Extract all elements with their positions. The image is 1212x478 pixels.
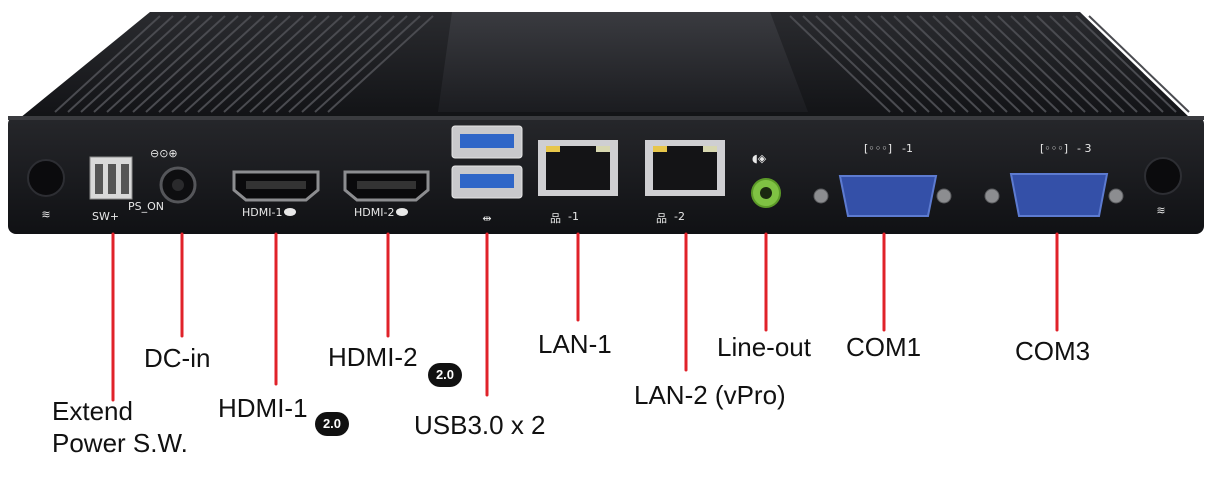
heatsink-fin bbox=[210, 15, 317, 113]
heatsink-fin bbox=[880, 15, 982, 113]
heatsink-fin bbox=[1062, 15, 1164, 113]
wifi-icon: ≋ bbox=[1156, 204, 1165, 217]
hdmi-2-version-badge: 2.0 bbox=[428, 363, 462, 387]
heatsink-fin bbox=[1023, 15, 1125, 113]
heatsink-fin bbox=[945, 15, 1047, 113]
heatsink-fin bbox=[958, 15, 1060, 113]
label-com-3: COM3 bbox=[1015, 336, 1091, 366]
heatsink-fin bbox=[841, 15, 943, 113]
heatsink-fin bbox=[93, 15, 200, 113]
heatsink-fin bbox=[1075, 15, 1177, 113]
label-line-out: Line-out bbox=[717, 332, 811, 362]
label-hdmi-1: HDMI-1 bbox=[218, 393, 308, 423]
silk-com-3: - 3 bbox=[1077, 142, 1091, 155]
rear-io-panel: ≋ ≋ SW+ PS_ON ⊖⊙⊕ HDMI-1 bbox=[8, 116, 1204, 234]
heatsink-fin bbox=[171, 15, 278, 113]
left-foot bbox=[27, 159, 65, 197]
heatsink-fin bbox=[288, 15, 395, 113]
silk-lan-2: -2 bbox=[674, 210, 685, 223]
heatsink-fin bbox=[932, 15, 1034, 113]
heatsink-fin bbox=[249, 15, 356, 113]
label-power-sw: Power S.W. bbox=[52, 428, 188, 458]
heatsink-fin bbox=[802, 15, 904, 113]
top-cover-plate bbox=[438, 12, 808, 112]
heatsink-fins bbox=[54, 15, 1190, 113]
com-3-port: [◦◦◦] - 3 bbox=[984, 142, 1124, 217]
heatsink-fin bbox=[223, 15, 330, 113]
label-extend: Extend bbox=[52, 396, 133, 426]
heatsink-fin bbox=[1049, 15, 1151, 113]
label-usb: USB3.0 x 2 bbox=[414, 410, 546, 440]
heatsink-fin bbox=[275, 15, 382, 113]
heatsink-fin bbox=[80, 15, 187, 113]
hdmi-1-port: HDMI-1 bbox=[232, 170, 320, 219]
heatsink-fin bbox=[971, 15, 1073, 113]
badge-icon bbox=[284, 208, 296, 216]
heatsink-fin bbox=[145, 15, 252, 113]
heatsink-fin bbox=[1036, 15, 1138, 113]
heatsink-fin bbox=[119, 15, 226, 113]
network-icon: 品 bbox=[656, 212, 667, 225]
heatsink-fin bbox=[893, 15, 995, 113]
heatsink-fin bbox=[236, 15, 343, 113]
heatsink-fin bbox=[1010, 15, 1112, 113]
hdmi-1-version-badge: 2.0 bbox=[315, 412, 349, 436]
heatsink-fin bbox=[867, 15, 969, 113]
silk-com-1: -1 bbox=[902, 142, 913, 155]
heatsink-fin bbox=[997, 15, 1099, 113]
badge-icon bbox=[396, 208, 408, 216]
hdmi-2-port: HDMI-2 bbox=[343, 170, 430, 219]
lan-2-port: 品 -2 bbox=[645, 140, 725, 225]
usb-icon: ⇹ bbox=[482, 212, 491, 225]
network-icon: 品 bbox=[550, 212, 561, 225]
heatsink-fin bbox=[327, 15, 434, 113]
heatsink-fin bbox=[1088, 15, 1190, 113]
wifi-icon: ≋ bbox=[41, 208, 50, 221]
heatsink-fin bbox=[184, 15, 291, 113]
label-dc-in: DC-in bbox=[144, 343, 211, 373]
heatsink-fin bbox=[919, 15, 1021, 113]
heatsink-fin bbox=[132, 15, 239, 113]
label-lan-2: LAN-2 (vPro) bbox=[634, 380, 786, 410]
heatsink-fin bbox=[67, 15, 174, 113]
heatsink-fin bbox=[906, 15, 1008, 113]
silk-ps-on: PS_ON bbox=[128, 200, 164, 213]
leader-lines bbox=[111, 232, 1059, 402]
dc-in-jack: ⊖⊙⊕ bbox=[150, 147, 197, 204]
com-1-port: [◦◦◦] -1 bbox=[813, 142, 952, 217]
serial-icon: [◦◦◦] bbox=[1040, 142, 1068, 155]
silk-sw: SW+ bbox=[92, 210, 119, 223]
heatsink-fin bbox=[828, 15, 930, 113]
label-hdmi-2: HDMI-2 bbox=[328, 342, 418, 372]
lan-1-port: 品 -1 bbox=[538, 140, 618, 225]
power-switch-header: SW+ PS_ON bbox=[89, 156, 164, 223]
heatsink-fin bbox=[854, 15, 956, 113]
heatsink-fin bbox=[314, 15, 421, 113]
chassis-top bbox=[20, 12, 1190, 118]
audio-out-icon: ◖◈ bbox=[752, 152, 767, 165]
heatsink-fin bbox=[54, 15, 161, 113]
silk-lan-1: -1 bbox=[568, 210, 579, 223]
right-foot bbox=[1144, 157, 1182, 195]
heatsink-fin bbox=[984, 15, 1086, 113]
line-out-jack: ◖◈ bbox=[751, 152, 781, 208]
heatsink-fin bbox=[815, 15, 917, 113]
heatsink-fin bbox=[262, 15, 369, 113]
usb-3-ports: ⇹ bbox=[451, 125, 523, 225]
heatsink-fin bbox=[106, 15, 213, 113]
heatsink-fin bbox=[301, 15, 408, 113]
dc-polarity-icon: ⊖⊙⊕ bbox=[150, 147, 178, 160]
serial-icon: [◦◦◦] bbox=[864, 142, 892, 155]
heatsink-fin bbox=[789, 15, 891, 113]
silk-hdmi-2: HDMI-2 bbox=[354, 206, 394, 219]
label-lan-1: LAN-1 bbox=[538, 329, 612, 359]
silk-hdmi-1: HDMI-1 bbox=[242, 206, 282, 219]
heatsink-fin bbox=[197, 15, 304, 113]
heatsink-fin bbox=[158, 15, 265, 113]
label-com-1: COM1 bbox=[846, 332, 922, 362]
